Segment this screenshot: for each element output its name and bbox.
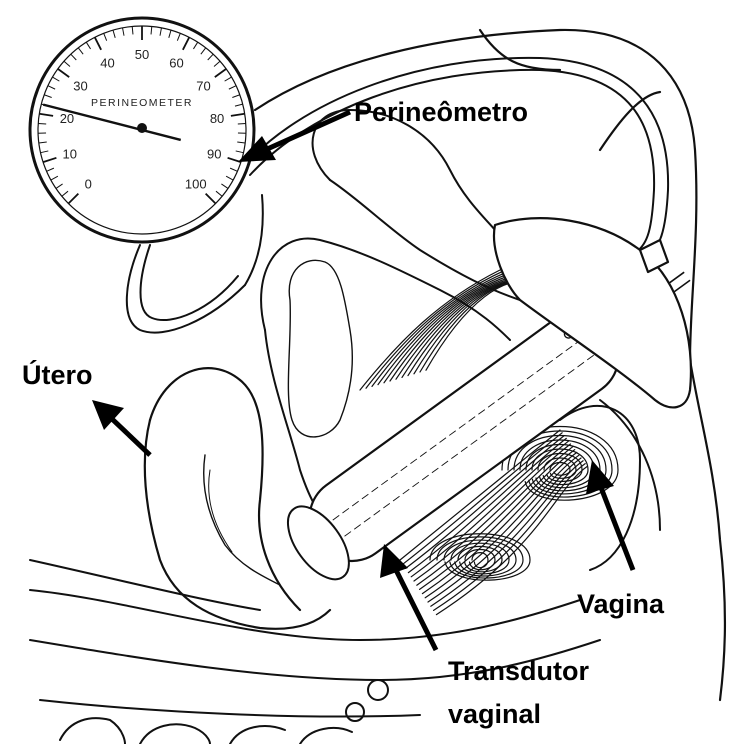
gauge-hub bbox=[137, 123, 147, 133]
gauge-scale-number: 100 bbox=[185, 177, 207, 192]
arrow-vagina bbox=[586, 460, 633, 570]
gauge-tick bbox=[238, 123, 246, 124]
label-transdutor-line1: Transdutor bbox=[448, 656, 590, 686]
gauge-scale-number: 90 bbox=[207, 146, 221, 161]
perineometer-gauge: 0 10 20 30 40 50 60 70 80 90 100 PERINEOMETER bbox=[30, 18, 254, 242]
gauge-scale-number: 0 bbox=[85, 177, 92, 192]
gauge-scale-number: 30 bbox=[73, 78, 87, 93]
label-transdutor-line2: vaginal bbox=[448, 699, 541, 729]
gauge-tick bbox=[38, 123, 46, 124]
label-utero: Útero bbox=[22, 359, 93, 390]
gauge-scale-number: 50 bbox=[135, 47, 149, 62]
label-vagina: Vagina bbox=[577, 589, 665, 619]
gauge-title: PERINEOMETER bbox=[91, 97, 193, 109]
gauge-scale-number: 40 bbox=[100, 55, 114, 70]
arrow-utero bbox=[92, 400, 150, 455]
gauge-scale-number: 70 bbox=[196, 78, 210, 93]
label-perineometro: Perineômetro bbox=[354, 97, 528, 127]
gauge-scale-number: 20 bbox=[60, 111, 74, 126]
uterus bbox=[145, 368, 330, 629]
gauge-scale-number: 10 bbox=[62, 146, 76, 161]
gauge-scale-number: 80 bbox=[210, 111, 224, 126]
gauge-scale-number: 60 bbox=[169, 55, 183, 70]
